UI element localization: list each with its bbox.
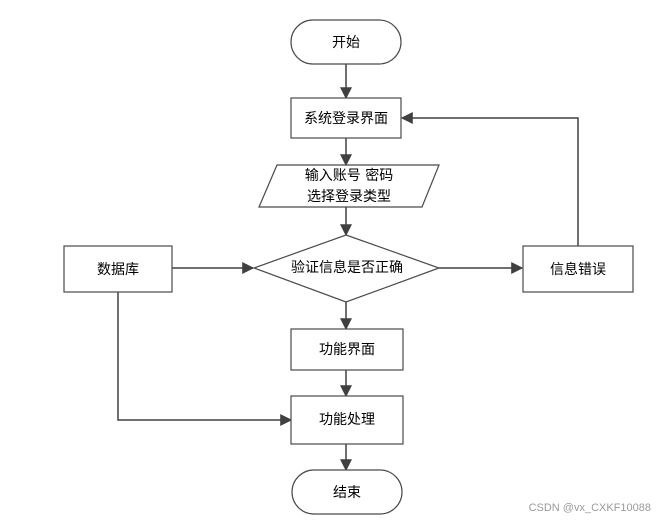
input-label-line2: 选择登录类型 [307, 189, 391, 205]
arrow-database-to-process [117, 292, 293, 426]
input-node: 输入账号 密码 选择登录类型 [258, 164, 440, 208]
end-node: 结束 [291, 469, 403, 515]
verify-label: 验证信息是否正确 [291, 259, 403, 276]
verify-decision-node: 验证信息是否正确 [252, 234, 441, 303]
error-label: 信息错误 [550, 261, 606, 278]
watermark-text: CSDN @vx_CXKF10088 [529, 502, 651, 514]
end-label: 结束 [333, 485, 361, 501]
connectors [117, 64, 579, 472]
function-process-node: 功能处理 [290, 395, 404, 445]
start-label: 开始 [332, 35, 360, 51]
database-node: 数据库 [63, 245, 173, 293]
error-node: 信息错误 [522, 245, 634, 293]
login-screen-label: 系统登录界面 [304, 111, 388, 127]
database-label: 数据库 [97, 262, 139, 278]
login-screen-node: 系统登录界面 [290, 97, 402, 139]
function-screen-node: 功能界面 [290, 328, 404, 371]
input-label-line1: 输入账号 密码 [305, 167, 393, 184]
arrow-error-to-login [400, 112, 579, 246]
function-process-label: 功能处理 [319, 412, 375, 428]
function-screen-label: 功能界面 [319, 342, 375, 358]
start-node: 开始 [290, 19, 402, 65]
